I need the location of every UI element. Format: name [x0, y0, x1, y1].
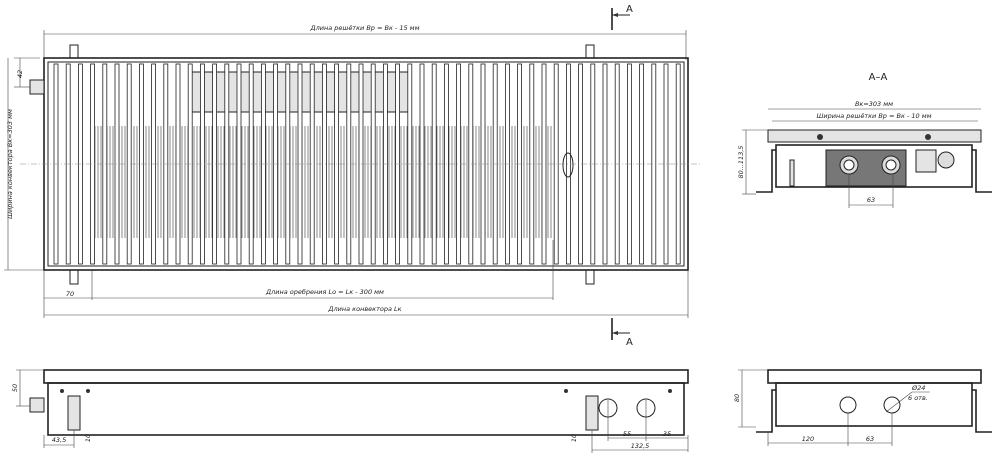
dim-80: 80: [733, 394, 741, 402]
width-label: Ширина конвектора Bк=303 мм: [6, 109, 14, 219]
valve-fitting: [29, 79, 45, 95]
section-height-range: 80...113,5: [737, 145, 745, 178]
grille-bar: [102, 63, 108, 265]
front-housing: [47, 382, 685, 436]
section-grille: [767, 129, 982, 143]
side-grille: [767, 369, 982, 384]
section-width: Bк=303 мм: [855, 100, 893, 108]
hole-count: 6 отв.: [908, 394, 928, 402]
grille-bar: [675, 63, 681, 265]
side-view: Ø24 6 отв. 80 120 63: [733, 369, 992, 446]
section-marker-bottom: A: [611, 318, 633, 348]
section-a-a: A–A Bк=303 мм Ширина решётки Bр = Bк - 1…: [737, 72, 992, 208]
dim-35: 35: [663, 430, 671, 438]
section-marker-top: A: [611, 4, 633, 30]
section-housing: [775, 144, 973, 188]
pipe-hole: [883, 396, 901, 414]
front-bracket-left: [67, 395, 81, 431]
fin-length-label: Длина оребрения Lо = Lк - 300 мм: [265, 288, 384, 296]
front-bracket-right: [585, 395, 599, 431]
mount-bracket: [585, 44, 595, 59]
grille-length-label: Длина решётки Bр = Bк - 15 мм: [309, 24, 419, 32]
section-grille-width: Ширина решётки Bр = Bк - 10 мм: [816, 112, 931, 120]
dim-10-left: 10: [84, 434, 92, 442]
dim-120: 120: [802, 435, 814, 443]
mount-bracket: [585, 269, 595, 285]
mount-bracket: [69, 269, 79, 285]
pipe-hole: [839, 396, 857, 414]
front-grille: [43, 369, 689, 384]
hole-diameter: Ø24: [911, 384, 925, 392]
side-housing: [775, 382, 973, 427]
side-dim-63: 63: [866, 435, 874, 443]
dim-10-right: 10: [570, 434, 578, 442]
convector-length-label: Длина конвектора Lк: [327, 305, 401, 313]
top-view: Длина решётки Bр = Bк - 15 мм 42 Ширина …: [4, 4, 700, 348]
mount-bracket: [69, 44, 79, 59]
handle: [562, 152, 574, 178]
dim-132-5: 132,5: [631, 442, 650, 450]
front-view: 50 43,5 10 10 55 35 132,5: [11, 369, 689, 453]
dim-55: 55: [623, 430, 631, 438]
dim-50: 50: [11, 384, 19, 392]
dim-43-5: 43,5: [52, 436, 66, 444]
dim-70: 70: [66, 290, 74, 298]
section-dim-63: 63: [867, 196, 875, 204]
svg-text:A: A: [626, 4, 633, 15]
dim-42: 42: [16, 70, 24, 78]
valve-fitting: [29, 397, 45, 413]
section-title: A–A: [869, 72, 888, 83]
svg-text:A: A: [626, 337, 633, 348]
